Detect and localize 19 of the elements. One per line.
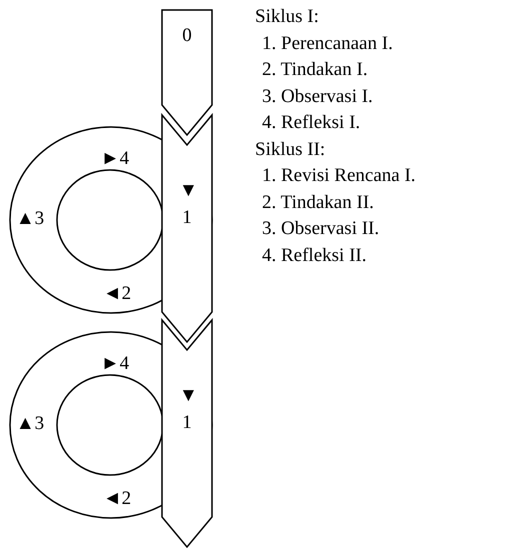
cycle-heading: Siklus I: bbox=[255, 6, 319, 29]
list-item: 4. Refleksi II. bbox=[262, 244, 366, 268]
list-item: 1. Perencanaan I. bbox=[262, 32, 393, 56]
cycle-step-label: ▲3 bbox=[16, 209, 44, 230]
cycle-step-label: ►4 bbox=[100, 354, 130, 375]
list-item: 3. Observasi II. bbox=[262, 218, 380, 241]
list-item: 2. Tindakan II. bbox=[262, 192, 374, 214]
cycle-step-label: ▲3 bbox=[16, 414, 44, 435]
cycle-step-label: ◄2 bbox=[102, 284, 132, 305]
cycle-step-label: ►4 bbox=[100, 149, 130, 170]
list-item: 1. Revisi Rencana I. bbox=[262, 165, 416, 188]
list-item: 2. Tindakan I. bbox=[262, 59, 368, 82]
cycle-step-label: ◄2 bbox=[102, 489, 132, 510]
cycle-heading: Siklus II: bbox=[255, 138, 326, 162]
cycle-step-label: ▼ 1 bbox=[179, 179, 195, 230]
step-number: 0 bbox=[182, 26, 192, 47]
list-item: 3. Observasi I. bbox=[262, 86, 373, 108]
cycle-step-label: ▼ 1 bbox=[179, 384, 195, 435]
list-item: 4. Refleksi I. bbox=[262, 112, 360, 135]
